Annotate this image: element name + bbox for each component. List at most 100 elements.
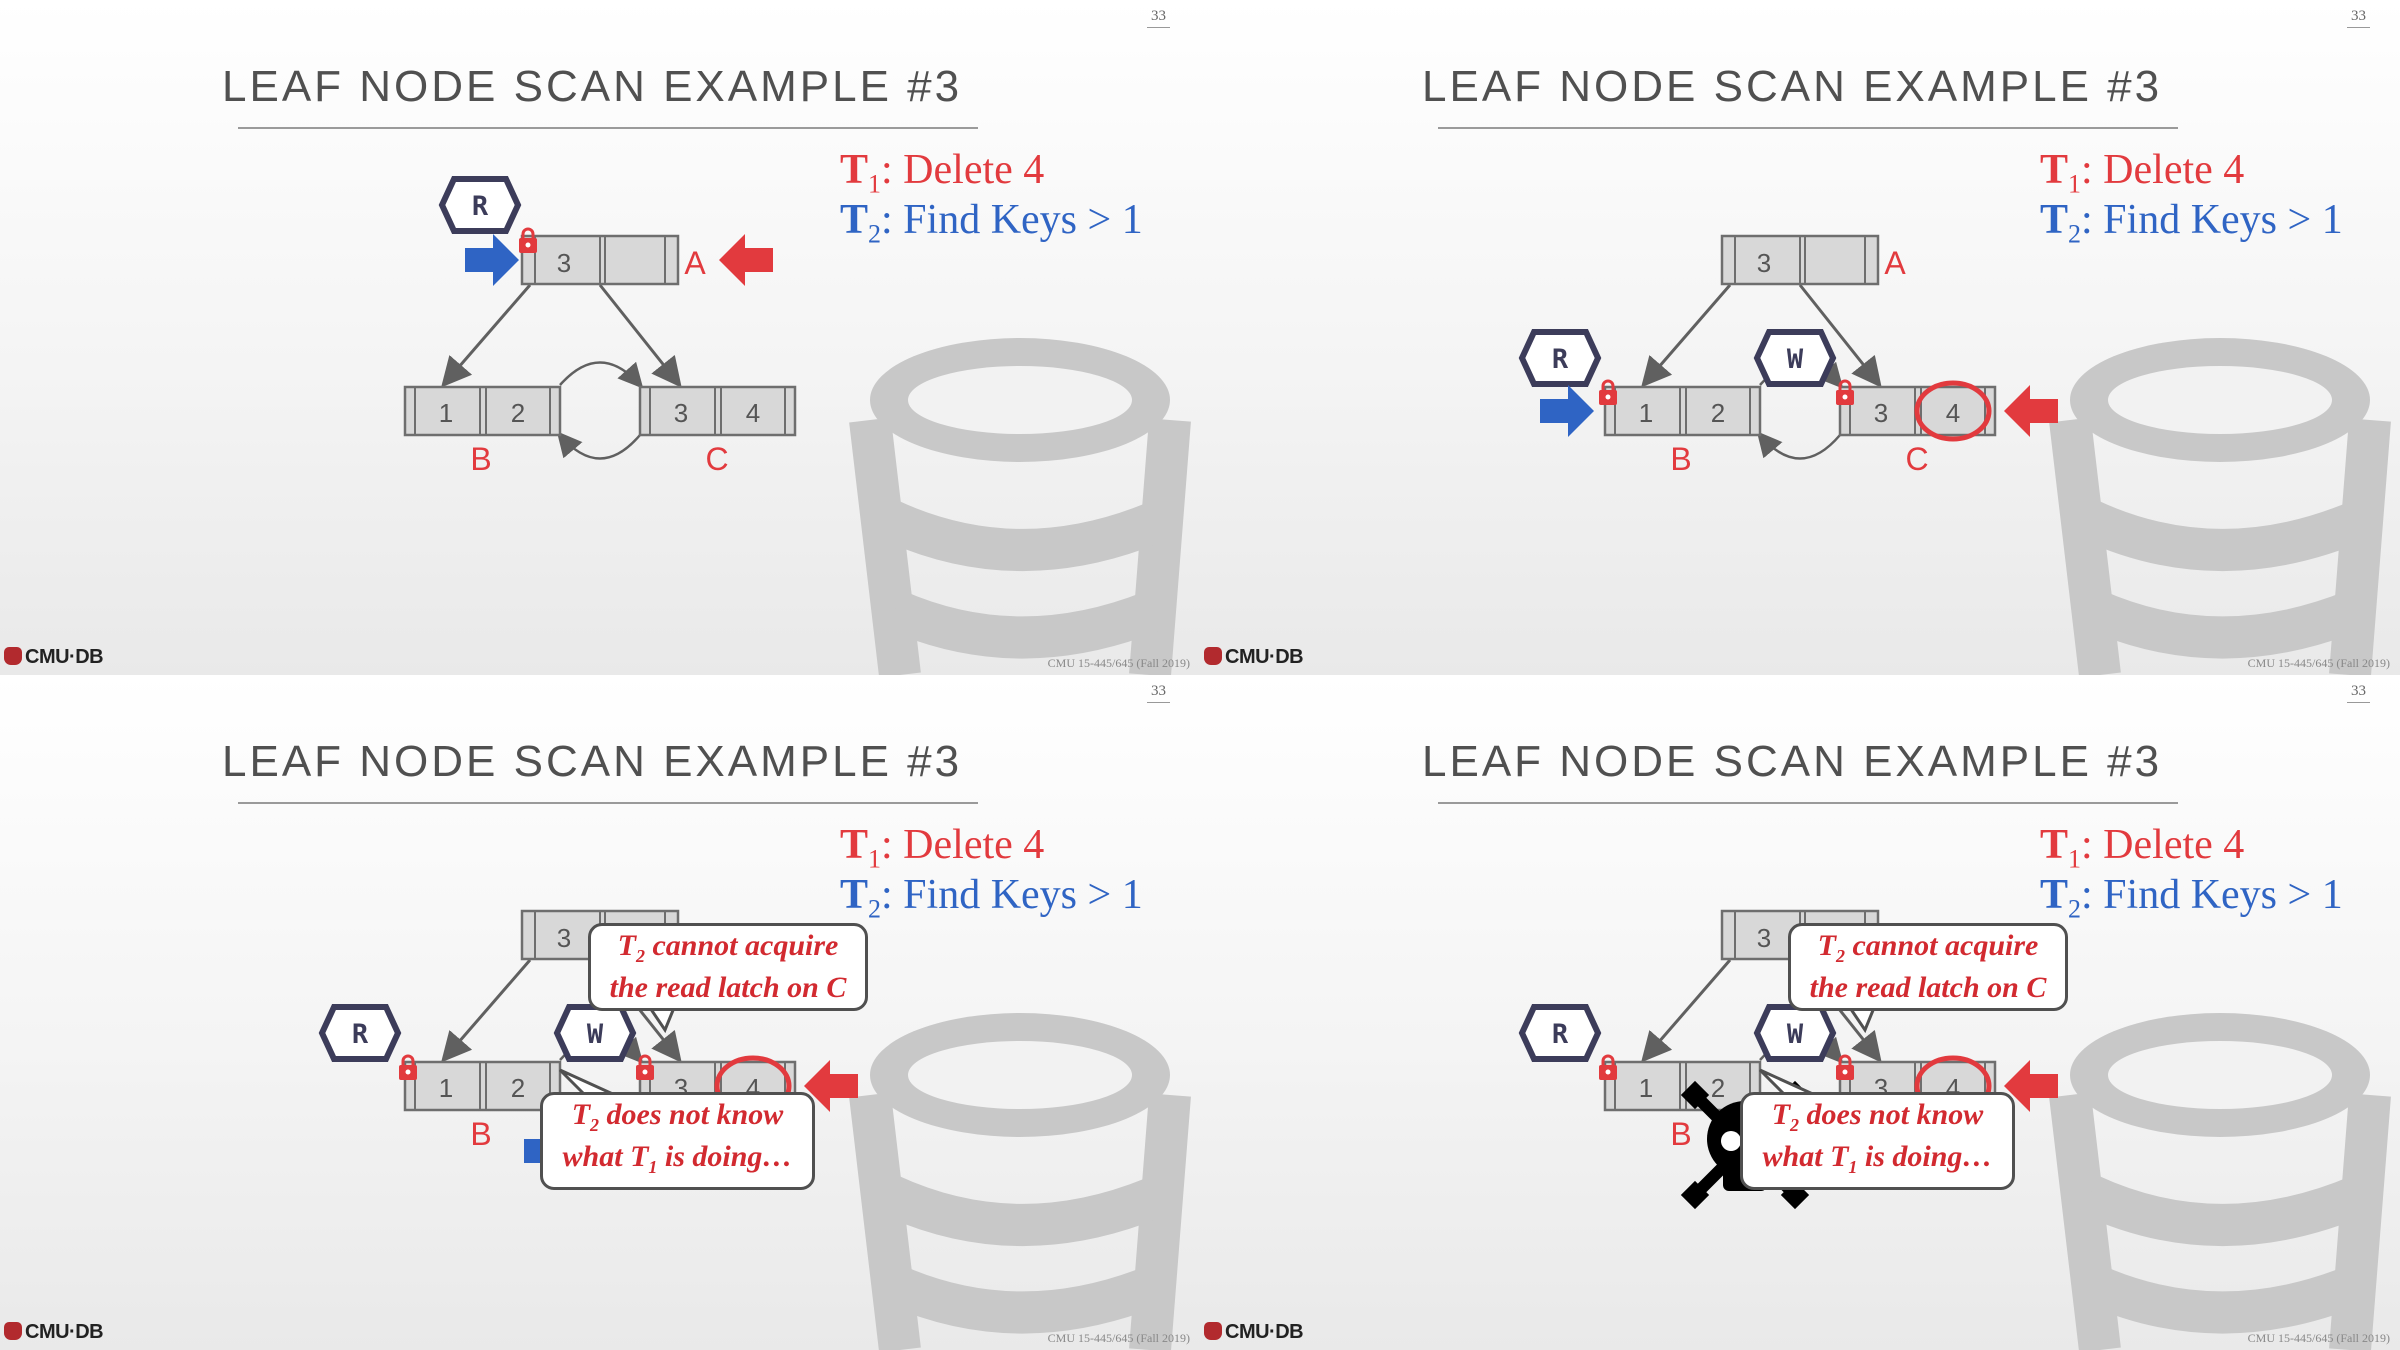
svg-text:3: 3 bbox=[1874, 398, 1888, 428]
write-latch-badge: W bbox=[553, 1004, 637, 1062]
svg-text:3: 3 bbox=[557, 248, 571, 278]
node-b: 1 2 B bbox=[403, 385, 562, 477]
database-icon bbox=[4, 1322, 22, 1340]
page-number: 33 bbox=[1147, 8, 1170, 28]
read-latch-badge: R bbox=[318, 1004, 402, 1062]
database-watermark-icon bbox=[2049, 1013, 2391, 1350]
transaction-t2: T2: Find Keys > 1 bbox=[840, 872, 1143, 924]
svg-text:2: 2 bbox=[511, 1073, 525, 1103]
title-rule bbox=[1438, 127, 2178, 129]
read-latch-badge: R bbox=[1518, 329, 1602, 387]
edge-a-b bbox=[441, 284, 532, 388]
database-watermark-icon bbox=[2049, 338, 2391, 675]
svg-text:B: B bbox=[1670, 441, 1691, 477]
page-number: 33 bbox=[2347, 683, 2370, 703]
database-icon bbox=[1204, 647, 1222, 665]
title-rule bbox=[1438, 802, 2178, 804]
svg-text:3: 3 bbox=[1757, 248, 1771, 278]
t1-position-arrow bbox=[804, 1060, 858, 1112]
slide-4: 3 A 1 2 B 3 4 C bbox=[1200, 675, 2400, 1350]
t1-position-arrow bbox=[2004, 385, 2058, 437]
node-b: 1 2 B bbox=[1603, 1060, 1762, 1152]
cmu-db-logo: CMU·DB bbox=[4, 1321, 104, 1344]
svg-text:W: W bbox=[587, 1019, 604, 1050]
svg-text:B: B bbox=[1670, 1116, 1691, 1152]
edge-a-b bbox=[441, 959, 532, 1063]
database-watermark-icon bbox=[849, 338, 1191, 675]
svg-text:A: A bbox=[684, 245, 706, 281]
svg-text:1: 1 bbox=[1639, 398, 1653, 428]
svg-text:R: R bbox=[1552, 1019, 1569, 1050]
node-b: 1 2 B bbox=[1603, 385, 1762, 477]
svg-text:B: B bbox=[470, 441, 491, 477]
slide-3: 3 A 1 2 B 3 4 C bbox=[0, 675, 1200, 1350]
callout-pointer-know bbox=[1758, 1068, 1816, 1097]
lock-icon bbox=[1599, 1054, 1617, 1080]
course-label: CMU 15-445/645 (Fall 2019) bbox=[2247, 656, 2390, 670]
svg-text:3: 3 bbox=[557, 923, 571, 953]
svg-text:A: A bbox=[1884, 245, 1906, 281]
t1-position-arrow bbox=[719, 234, 773, 286]
transaction-t1: T1: Delete 4 bbox=[840, 822, 1045, 874]
course-label: CMU 15-445/645 (Fall 2019) bbox=[2247, 1331, 2390, 1345]
slide-1: 3 A 1 2 B 3 4 C bbox=[0, 0, 1200, 675]
read-latch-badge: R bbox=[1518, 1004, 1602, 1062]
svg-text:1: 1 bbox=[439, 398, 453, 428]
svg-text:R: R bbox=[352, 1019, 369, 1050]
slide-title: LEAF NODE SCAN EXAMPLE #3 bbox=[222, 62, 963, 111]
svg-text:4: 4 bbox=[746, 398, 760, 428]
course-label: CMU 15-445/645 (Fall 2019) bbox=[1047, 1331, 1190, 1345]
page-number: 33 bbox=[2347, 8, 2370, 28]
transaction-t2: T2: Find Keys > 1 bbox=[840, 197, 1143, 249]
lock-icon bbox=[1836, 1054, 1854, 1080]
transaction-t1: T1: Delete 4 bbox=[2040, 822, 2245, 874]
t2-position-arrow bbox=[1540, 385, 1594, 437]
database-icon bbox=[4, 647, 22, 665]
cmu-db-logo: CMU·DB bbox=[1204, 1321, 1304, 1344]
transaction-t2: T2: Find Keys > 1 bbox=[2040, 872, 2343, 924]
key-4-highlight bbox=[1914, 380, 1992, 442]
callout-pointer-know bbox=[558, 1068, 616, 1097]
sibling-link-c-b bbox=[556, 431, 641, 460]
diagram: 3 A 1 2 B 3 4 C bbox=[1518, 234, 2391, 675]
svg-text:3: 3 bbox=[674, 398, 688, 428]
cmu-db-logo: CMU·DB bbox=[1204, 646, 1304, 669]
slide-title: LEAF NODE SCAN EXAMPLE #3 bbox=[222, 737, 963, 786]
database-watermark-icon bbox=[849, 1013, 1191, 1350]
page-number: 33 bbox=[1147, 683, 1170, 703]
transaction-t2: T2: Find Keys > 1 bbox=[2040, 197, 2343, 249]
node-a: 3 A bbox=[1720, 234, 1906, 286]
transaction-t1: T1: Delete 4 bbox=[840, 147, 1045, 199]
cmu-db-logo: CMU·DB bbox=[4, 646, 104, 669]
edge-a-b bbox=[1641, 284, 1732, 388]
svg-text:R: R bbox=[1552, 344, 1569, 375]
svg-text:2: 2 bbox=[1711, 398, 1725, 428]
t1-position-arrow bbox=[2004, 1060, 2058, 1112]
sibling-link-b-c bbox=[559, 361, 644, 389]
svg-text:W: W bbox=[1787, 344, 1804, 375]
read-latch-badge: R bbox=[438, 176, 522, 234]
lock-icon bbox=[636, 1054, 654, 1080]
svg-text:W: W bbox=[1787, 1019, 1804, 1050]
svg-text:1: 1 bbox=[439, 1073, 453, 1103]
node-a: 3 A bbox=[520, 234, 706, 286]
svg-text:1: 1 bbox=[1639, 1073, 1653, 1103]
svg-text:2: 2 bbox=[1711, 1073, 1725, 1103]
write-latch-badge: W bbox=[1753, 329, 1837, 387]
write-latch-badge: W bbox=[1753, 1004, 1837, 1062]
slide-title: LEAF NODE SCAN EXAMPLE #3 bbox=[1422, 737, 2163, 786]
svg-text:3: 3 bbox=[1757, 923, 1771, 953]
svg-text:2: 2 bbox=[511, 398, 525, 428]
svg-text:C: C bbox=[705, 441, 728, 477]
svg-text:R: R bbox=[472, 191, 489, 222]
transaction-t1: T1: Delete 4 bbox=[2040, 147, 2245, 199]
edge-a-c bbox=[598, 284, 682, 388]
sibling-link-c-b bbox=[1756, 431, 1841, 460]
lock-icon bbox=[519, 227, 537, 253]
diagram: 3 A 1 2 B 3 4 C bbox=[403, 176, 1191, 675]
